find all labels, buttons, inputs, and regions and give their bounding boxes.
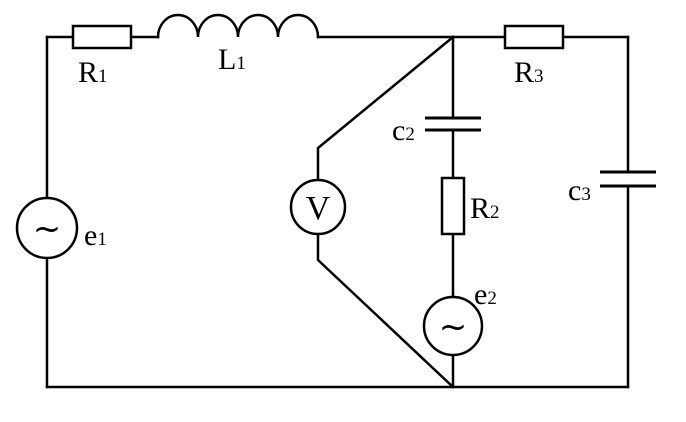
wire-voltmeter-bottom bbox=[316, 230, 455, 389]
source-e1 bbox=[15, 196, 79, 260]
label-c3: c3 bbox=[568, 174, 591, 207]
wire-voltmeter-top bbox=[316, 35, 455, 184]
label-l1: L1 bbox=[218, 43, 246, 76]
label-r1: R1 bbox=[78, 56, 108, 89]
source-e1-tilde-icon: ~ bbox=[33, 209, 62, 249]
source-e2 bbox=[422, 295, 484, 357]
source-e2-tilde-icon: ~ bbox=[439, 307, 468, 347]
label-r3: R3 bbox=[514, 56, 544, 89]
resistor-r1 bbox=[71, 24, 133, 50]
wires bbox=[45, 35, 630, 389]
voltmeter-symbol: V bbox=[306, 190, 331, 227]
label-c2: c2 bbox=[392, 114, 415, 147]
voltmeter bbox=[289, 178, 347, 236]
resistor-r3 bbox=[503, 24, 565, 50]
label-r2: R2 bbox=[470, 192, 500, 225]
inductor-l1 bbox=[156, 13, 320, 39]
resistor-r2 bbox=[440, 176, 466, 236]
label-e1: e1 bbox=[84, 219, 107, 252]
label-e2: e2 bbox=[474, 278, 497, 311]
